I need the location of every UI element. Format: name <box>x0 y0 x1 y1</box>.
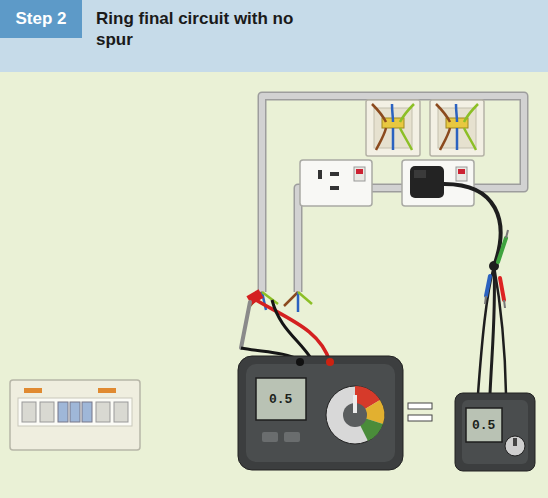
plug-in-tester <box>513 438 517 446</box>
step-label: Step 2 <box>15 9 66 29</box>
socket-outlet <box>300 160 372 206</box>
meter-reading: 0.5 <box>269 393 292 406</box>
consumer-unit <box>98 388 116 393</box>
plug-lead <box>440 184 500 266</box>
plug-lead <box>486 276 490 296</box>
insulation-tester <box>238 356 403 470</box>
insulation-tester <box>326 358 334 366</box>
socket-outlet <box>300 160 372 206</box>
consumer-unit <box>58 402 68 422</box>
junction-box <box>376 128 386 150</box>
consumer-unit <box>70 402 80 422</box>
socket-outlet <box>456 167 467 181</box>
consumer-unit <box>22 402 36 422</box>
socket-outlet <box>402 160 474 206</box>
conductor-ends <box>262 292 278 304</box>
insulation-tester <box>238 356 403 470</box>
consumer-unit <box>82 402 92 422</box>
junction-box <box>436 104 450 122</box>
equals-sign <box>408 415 432 421</box>
plug-lead <box>414 170 426 178</box>
plug-in-tester <box>462 400 528 464</box>
junction-box <box>400 104 414 122</box>
consumer-unit <box>96 402 110 422</box>
plug-in-tester <box>455 393 535 471</box>
plug-in-tester <box>455 393 535 471</box>
junction-box <box>464 128 476 150</box>
insulation-tester <box>296 358 304 366</box>
junction-box <box>456 128 459 150</box>
junction-box <box>464 104 478 122</box>
plug-lead <box>410 166 508 394</box>
consumer-unit <box>10 380 140 450</box>
consumer-unit <box>18 398 132 426</box>
plug-lead <box>494 266 506 394</box>
plug-lead <box>498 238 506 262</box>
ring-cable <box>262 96 524 292</box>
consumer-unit <box>24 388 42 393</box>
conductor-ends <box>298 292 312 304</box>
junction-box <box>366 100 420 156</box>
conductor-ends <box>284 292 298 306</box>
junction-box <box>372 104 386 122</box>
conductor-ends <box>297 292 300 312</box>
junction-box <box>430 100 484 156</box>
equals-sign <box>408 403 432 421</box>
junction-box <box>400 128 412 150</box>
plug-lead <box>506 230 508 238</box>
plug-in-tester <box>505 436 525 456</box>
equals-sign <box>408 403 432 409</box>
test-lead <box>272 300 312 360</box>
heading: Ring final circuit with no spur <box>96 8 311 50</box>
socket-outlet <box>458 169 465 174</box>
plug-lead <box>500 278 504 300</box>
junction-box <box>366 100 420 156</box>
junction-box <box>430 100 484 156</box>
junction-box <box>392 104 393 122</box>
plug-lead <box>478 266 494 394</box>
junction-box <box>392 128 395 150</box>
socket-outlet <box>330 172 339 176</box>
plug-lead <box>485 296 486 304</box>
insulation-tester <box>256 378 306 420</box>
insulation-tester <box>262 432 278 442</box>
plug-lead <box>504 300 505 308</box>
insulation-tester <box>353 395 357 413</box>
header-band <box>0 0 548 72</box>
test-lead <box>241 302 250 348</box>
step-badge: Step 2 <box>0 0 82 38</box>
consumer-unit <box>10 380 140 450</box>
insulation-tester <box>246 364 395 462</box>
insulation-tester <box>284 432 300 442</box>
junction-box <box>440 128 450 150</box>
ring-cable <box>262 96 524 292</box>
socket-outlet <box>330 186 339 190</box>
plug-lead <box>410 166 444 198</box>
ring-cable <box>262 96 524 292</box>
socket-outlet <box>354 167 365 181</box>
consumer-unit <box>40 402 54 422</box>
test-lead <box>241 289 330 362</box>
insulation-tester <box>326 386 384 444</box>
socket-outlet <box>356 169 363 174</box>
plug-in-tester <box>466 408 502 442</box>
socket-outlet <box>318 170 322 179</box>
junction-box <box>456 104 457 122</box>
meter-reading: 0.5 <box>472 419 495 432</box>
consumer-unit <box>114 402 128 422</box>
socket-outlet <box>402 160 474 206</box>
